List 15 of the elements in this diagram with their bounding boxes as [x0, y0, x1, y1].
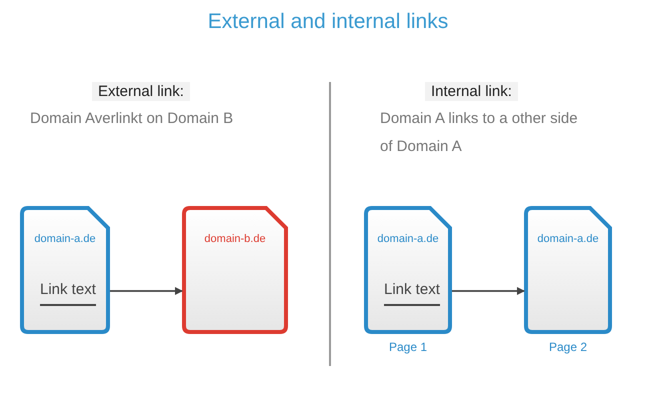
domain-name: domain-b.de [203, 233, 267, 245]
page-caption: Page 1 [388, 340, 428, 354]
link-text: Link text [384, 281, 440, 306]
link-text: Link text [40, 281, 96, 306]
page-caption: Page 2 [548, 340, 588, 354]
description-text: Domain A links to a other side of Domain A [380, 109, 579, 157]
section-heading: Internal link: [425, 82, 518, 101]
arrow [452, 287, 525, 295]
arrow [110, 287, 183, 295]
domain-name: domain-a.de [536, 233, 600, 245]
domain-name: domain-a.de [376, 233, 440, 245]
domain-name: domain-a.de [33, 233, 97, 245]
description-text: Domain Averlinkt on Domain B [30, 109, 234, 129]
section-heading: External link: [92, 82, 190, 101]
title: External and internal links [206, 10, 450, 34]
